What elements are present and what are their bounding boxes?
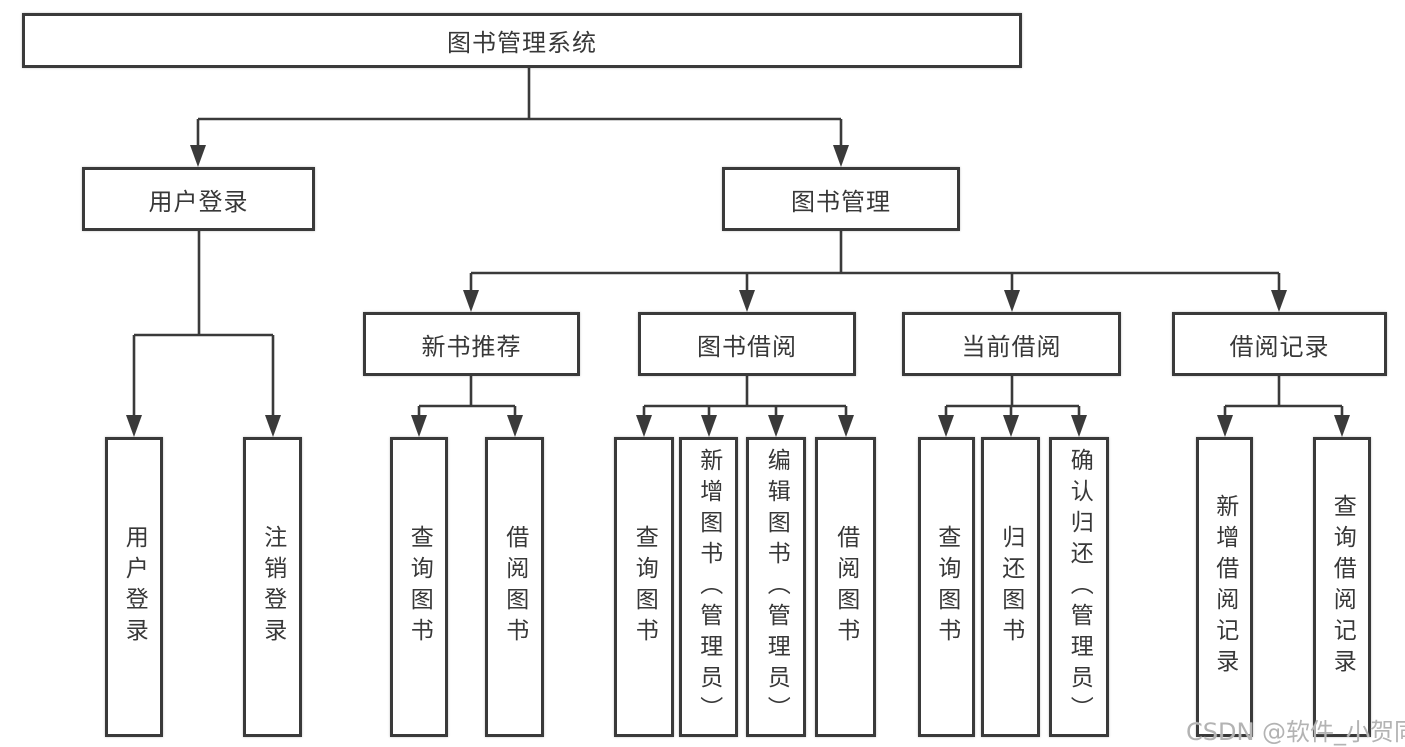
node-book-management: 图书管理 (722, 167, 960, 231)
node-label: 编辑图书（管理员） (763, 447, 790, 727)
node-label: 新增图书（管理员） (695, 447, 722, 727)
connector-borrow-records-branch (1223, 374, 1344, 421)
node-label: 查询图书 (631, 525, 658, 649)
node-library-management-system: 图书管理系统 (22, 13, 1022, 68)
arrowhead-icon (701, 415, 717, 437)
watermark: CSDN @软件_小贺同学 (1186, 718, 1405, 746)
arrowhead-icon (190, 145, 206, 167)
leaf-query-books-recommend: 查询图书 (390, 437, 448, 737)
node-label: 借阅图书 (832, 525, 859, 649)
connector-new-books-branch (417, 374, 517, 421)
leaf-logout: 注销登录 (243, 437, 302, 737)
leaf-confirm-return-admin: 确认归还（管理员） (1049, 437, 1109, 737)
connector-book-borrow-branch (642, 374, 848, 421)
connector-current-borrow-branch (944, 374, 1081, 421)
leaf-return-books: 归还图书 (981, 437, 1040, 737)
leaf-edit-books-admin: 编辑图书（管理员） (746, 437, 806, 737)
arrowhead-icon (833, 145, 849, 167)
arrowhead-icon (1271, 290, 1287, 312)
node-label: 查询借阅记录 (1329, 494, 1356, 680)
node-label: 新书推荐 (421, 332, 522, 361)
leaf-add-books-admin: 新增图书（管理员） (679, 437, 738, 737)
arrowhead-icon (126, 415, 142, 437)
node-label: 当前借阅 (961, 332, 1062, 361)
node-label: 归还图书 (997, 525, 1024, 649)
leaf-borrow-books-recommend: 借阅图书 (485, 437, 544, 737)
arrowhead-icon (838, 415, 854, 437)
arrowhead-icon (938, 415, 954, 437)
leaf-query-borrow-record: 查询借阅记录 (1313, 437, 1371, 737)
node-label: 借阅图书 (501, 525, 528, 649)
node-label: 图书管理系统 (447, 29, 597, 57)
arrowhead-icon (1004, 290, 1020, 312)
node-label: 图书管理 (791, 187, 891, 216)
arrowhead-icon (507, 415, 523, 437)
connector-root-to-level1 (196, 66, 843, 151)
node-label: 注销登录 (259, 525, 286, 649)
arrowhead-icon (768, 415, 784, 437)
arrowhead-icon (739, 290, 755, 312)
leaf-query-books-current: 查询图书 (918, 437, 975, 737)
leaf-user-login: 用户登录 (105, 437, 163, 737)
node-label: 借阅记录 (1229, 332, 1330, 361)
arrowhead-icon (1003, 415, 1019, 437)
arrowhead-icon (411, 415, 427, 437)
connector-book-mgmt-branch (469, 229, 1281, 296)
arrowhead-icon (1071, 415, 1087, 437)
node-borrow-records: 借阅记录 (1172, 312, 1387, 376)
arrowhead-icon (1334, 415, 1350, 437)
arrowhead-icon (265, 415, 281, 437)
arrowhead-icon (636, 415, 652, 437)
node-label: 确认归还（管理员） (1066, 447, 1093, 727)
arrowhead-icon (1217, 415, 1233, 437)
arrowhead-icon (463, 290, 479, 312)
node-current-borrowing: 当前借阅 (902, 312, 1121, 376)
node-label: 查询图书 (406, 525, 433, 649)
node-label: 图书借阅 (697, 332, 797, 361)
node-label: 查询图书 (933, 525, 960, 649)
node-user-login: 用户登录 (82, 167, 315, 231)
node-book-borrowing: 图书借阅 (638, 312, 856, 376)
node-label: 用户登录 (121, 525, 148, 649)
node-label: 用户登录 (148, 187, 249, 216)
leaf-borrow-books: 借阅图书 (815, 437, 876, 737)
node-new-book-recommend: 新书推荐 (363, 312, 580, 376)
node-label: 新增借阅记录 (1211, 494, 1238, 680)
leaf-query-books-borrowing: 查询图书 (614, 437, 674, 737)
leaf-add-borrow-record: 新增借阅记录 (1196, 437, 1253, 737)
connector-user-login-branch (132, 229, 275, 421)
